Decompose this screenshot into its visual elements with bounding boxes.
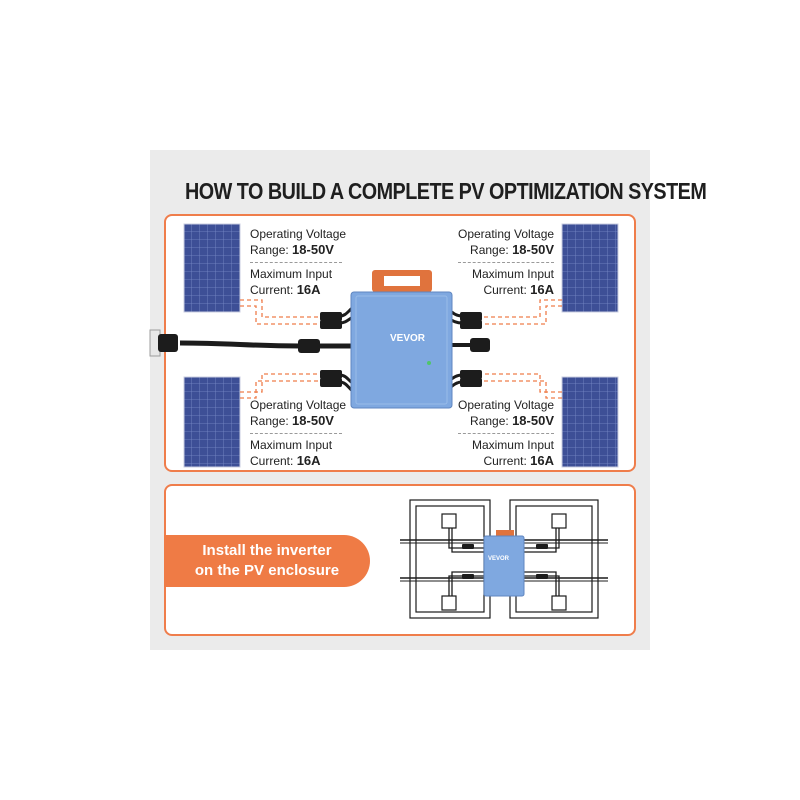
voltage-label: Operating Voltage	[458, 398, 555, 412]
range-value: 18-50V	[292, 242, 334, 257]
wire-routes	[240, 299, 562, 399]
brand-logo-small: VEVOR	[488, 556, 510, 562]
mc4-connector-icon	[462, 544, 548, 579]
range-label: Range:	[250, 243, 289, 257]
input-label: Maximum Input	[471, 438, 554, 452]
install-panel	[164, 484, 636, 636]
current-label: Current:	[483, 454, 527, 468]
range-value: 18-50V	[292, 413, 334, 428]
input-label: Maximum Input	[471, 267, 554, 281]
range-label: Range:	[250, 414, 289, 428]
install-callout: Install the inverter on the PV enclosure	[164, 535, 370, 587]
solar-panel-icon	[561, 376, 619, 468]
range-label: Range:	[470, 243, 509, 257]
spec-bottom-right: Operating Voltage Range: 18-50V Maximum …	[458, 397, 554, 469]
mc4-connector-icon	[320, 312, 490, 387]
current-label: Current:	[250, 283, 294, 297]
current-label: Current:	[250, 454, 294, 468]
brand-logo: VEVOR	[390, 333, 426, 344]
spec-bottom-left: Operating Voltage Range: 18-50V Maximum …	[250, 397, 347, 469]
spec-top-right: Operating Voltage Range: 18-50V Maximum …	[458, 226, 554, 298]
input-label: Maximum Input	[250, 438, 333, 452]
spec-top-left: Operating Voltage Range: 18-50V Maximum …	[250, 226, 347, 298]
range-value: 18-50V	[512, 413, 554, 428]
current-value: 16A	[296, 453, 321, 468]
inverter-icon	[483, 530, 525, 597]
current-value: 16A	[530, 282, 554, 297]
range-label: Range:	[470, 414, 509, 428]
solar-panel-icon	[561, 223, 619, 313]
junction-box-icon	[441, 513, 567, 611]
schematic-cables	[448, 528, 560, 596]
install-line-1: Install the inverter	[202, 542, 332, 559]
ac-cable	[149, 329, 358, 357]
range-value: 18-50V	[512, 242, 554, 257]
voltage-label: Operating Voltage	[458, 227, 555, 241]
input-label: Maximum Input	[250, 267, 333, 281]
inverter-icon	[350, 270, 453, 409]
voltage-label: Operating Voltage	[250, 227, 347, 241]
install-line-2: on the PV enclosure	[194, 562, 340, 579]
current-value: 16A	[296, 282, 321, 297]
current-label: Current:	[483, 283, 527, 297]
solar-panel-icon	[183, 376, 241, 468]
solar-panel-icon	[183, 223, 241, 313]
voltage-label: Operating Voltage	[250, 398, 347, 412]
current-value: 16A	[530, 453, 554, 468]
